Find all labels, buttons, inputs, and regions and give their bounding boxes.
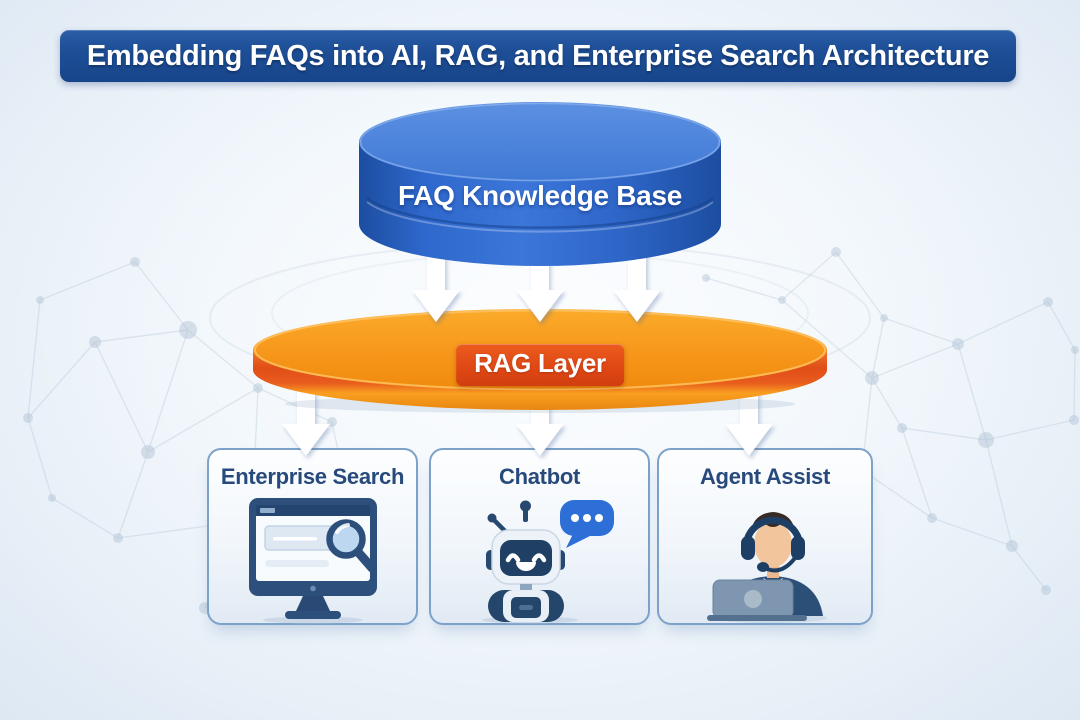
- monitor-search-icon: [248, 498, 377, 624]
- rag-layer-label: RAG Layer: [474, 348, 606, 378]
- down-arrow-icon: [516, 384, 564, 456]
- enterprise-search-label: Enterprise Search: [220, 464, 405, 489]
- faq-knowledge-base-label: FAQ Knowledge Base: [398, 180, 682, 211]
- title-banner: Embedding FAQs into AI, RAG, and Enterpr…: [60, 30, 1016, 82]
- cylinder-shape: [359, 102, 721, 266]
- down-arrow-icon: [412, 252, 460, 322]
- rag-layer-badge: RAG Layer: [456, 344, 624, 386]
- chatbot-box: Chatbot: [429, 448, 650, 625]
- page-title: Embedding FAQs into AI, RAG, and Enterpr…: [86, 39, 990, 72]
- faq-knowledge-base-cylinder: FAQ Knowledge Base: [357, 100, 723, 272]
- agent-assist-label: Agent Assist: [699, 464, 831, 489]
- chatbot-label: Chatbot: [499, 464, 580, 489]
- down-arrow-icon: [613, 252, 661, 322]
- down-arrow-icon: [516, 252, 564, 322]
- support-agent-icon: [707, 512, 827, 623]
- down-arrow-icon: [725, 384, 773, 456]
- robot-chatbot-icon: [481, 500, 614, 624]
- enterprise-search-box: Enterprise Search: [207, 448, 418, 625]
- down-arrow-icon: [282, 384, 330, 456]
- agent-assist-box: Agent Assist: [657, 448, 873, 625]
